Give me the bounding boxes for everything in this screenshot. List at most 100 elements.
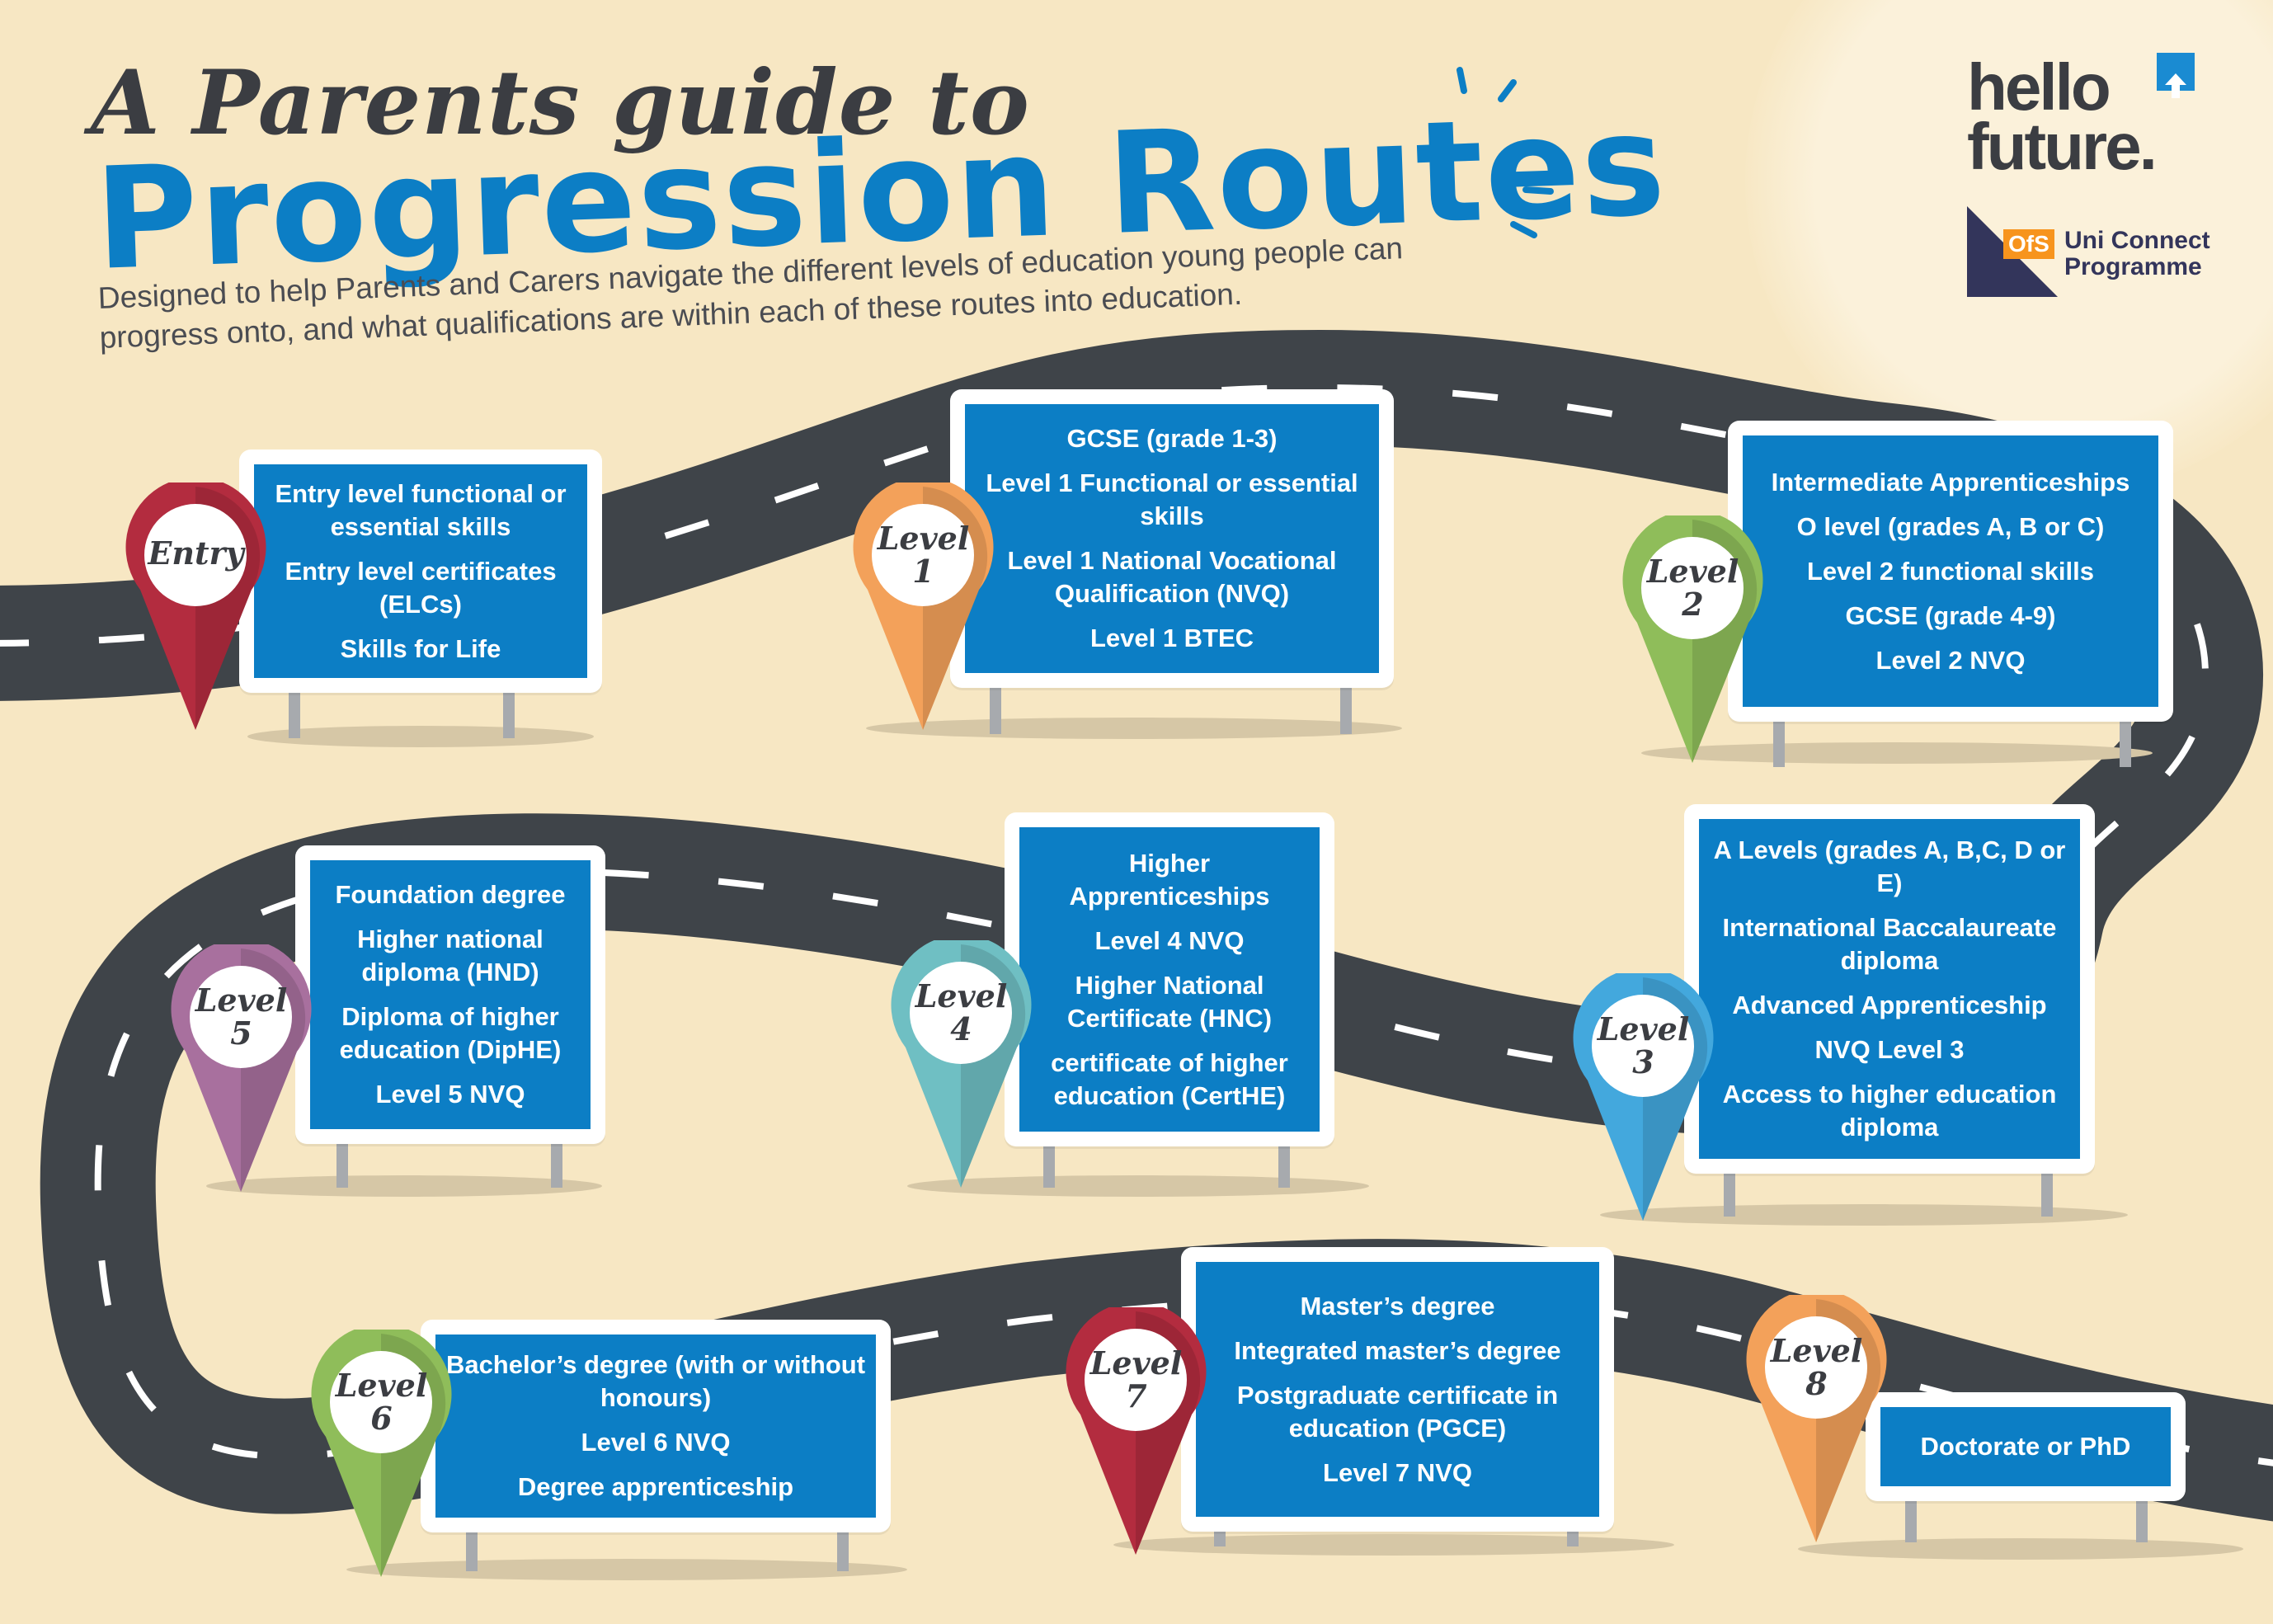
qualification-item: Higher Apprenticeships (1069, 848, 1270, 911)
hello-future-logo: hello future. (1967, 50, 2195, 183)
pin-level-8: Level 8 (1744, 1289, 1889, 1542)
ofs-line2: Programme (2064, 253, 2202, 280)
qualification-item: Integrated master’s degree (1234, 1335, 1561, 1365)
pin-label: Level (335, 1367, 428, 1404)
pin-level-7: Level 7 (1064, 1302, 1208, 1555)
qualification-item: Level 2 functional skills (1806, 556, 2094, 586)
pin-label: Level (1597, 1010, 1690, 1047)
sign-level-3: A Levels (grades A, B,C, D or E) Interna… (1684, 804, 2095, 1174)
sign-post (1043, 1142, 1055, 1188)
sign-post (1278, 1142, 1290, 1188)
map-pin-icon (1066, 1302, 1207, 1555)
qualification-item: Degree apprenticeship (517, 1472, 794, 1501)
qualification-item: GCSE (grade 4-9) (1845, 600, 2056, 630)
pin-level-6: Level 6 (309, 1324, 454, 1577)
map-pin-icon (891, 934, 1032, 1188)
qualification-item: International Baccalaureate diploma (1722, 913, 2057, 975)
sign-post (837, 1526, 849, 1571)
sign-shadow (1641, 742, 2153, 764)
map-pin-icon (853, 477, 994, 730)
sign-level-1: GCSE (grade 1-3) Level 1 Functional or e… (950, 389, 1394, 688)
sign-post (2041, 1167, 2053, 1217)
sign-post (990, 685, 1001, 734)
qualification-item: Level 1 Functional or essential skills (986, 468, 1358, 530)
pin-label: Level (1770, 1332, 1863, 1369)
qualification-item: Level 7 NVQ (1323, 1457, 1472, 1487)
qualification-item: Access to higher education diploma (1722, 1080, 2057, 1142)
sign-level-5: Foundation degree Higher national diplom… (295, 845, 605, 1144)
pin-number: 7 (1125, 1377, 1147, 1415)
sign-shadow (866, 718, 1402, 739)
pin-label: Level (1646, 553, 1739, 590)
qualification-item: Bachelor’s degree (with or without honou… (445, 1350, 866, 1412)
pin-label: Level (195, 981, 288, 1019)
ofs-uni-connect-logo: OfS Uni Connect Programme (1967, 206, 2214, 297)
hello-logo-line2: future. (1967, 110, 2158, 183)
sign-shadow (907, 1175, 1369, 1197)
sign-shadow (1600, 1204, 2128, 1226)
sign-shadow (346, 1559, 907, 1580)
map-pin-icon (1622, 510, 1763, 763)
sign-post (503, 685, 515, 738)
pin-number: 5 (230, 1014, 252, 1052)
sign-post (336, 1142, 348, 1188)
qualification-item: Master’s degree (1300, 1291, 1495, 1320)
pin-number: 1 (912, 553, 934, 590)
sign-post (1773, 709, 1785, 767)
qualification-item: A Levels (grades A, B,C, D or E) (1713, 836, 2066, 897)
qualification-item: Level 4 NVQ (1094, 925, 1245, 955)
sign-shadow (1113, 1534, 1674, 1556)
sign-post (1905, 1497, 1917, 1542)
sign-post (2136, 1497, 2148, 1542)
qualification-item: Advanced Apprenticeship (1732, 991, 2047, 1019)
sign-post (2120, 709, 2131, 767)
up-arrow-icon (2157, 53, 2195, 98)
pin-level-2: Level 2 (1621, 510, 1765, 763)
qualification-item: NVQ Level 3 (1814, 1035, 1965, 1064)
sign-post (1340, 685, 1352, 734)
sign-shadow (206, 1175, 602, 1197)
qualification-item: Postgraduate certificate in education (P… (1236, 1380, 1559, 1443)
qualification-item: certificate of higher education (CertHE) (1051, 1047, 1288, 1110)
qualification-item: Higher National Certificate (HNC) (1066, 970, 1273, 1033)
qualification-item: Level 1 National Vocational Qualificatio… (1007, 546, 1337, 608)
pin-number: 8 (1805, 1365, 1828, 1402)
sign-post (289, 685, 300, 738)
sign-post (1724, 1167, 1735, 1217)
pin-number: 3 (1632, 1043, 1654, 1080)
pin-number: 2 (1682, 586, 1704, 623)
qualification-item: Intermediate Apprenticeships (1771, 467, 2130, 497)
sign-post (466, 1526, 478, 1571)
map-pin-icon (311, 1324, 452, 1577)
map-pin-icon (1746, 1289, 1887, 1542)
qualification-item: GCSE (grade 1-3) (1066, 424, 1278, 453)
qualification-item: Level 2 NVQ (1875, 645, 2026, 675)
pin-label: Level (1089, 1344, 1183, 1382)
pin-number: 6 (370, 1400, 393, 1437)
ofs-badge: OfS (2003, 229, 2054, 259)
pin-label: Level (877, 520, 970, 557)
map-pin-icon (125, 477, 266, 730)
qualification-item: Skills for Life (340, 633, 501, 663)
qualification-item: Diploma of higher education (DipHE) (339, 1002, 562, 1064)
sign-level-7: Master’s degree Integrated master’s degr… (1181, 1247, 1614, 1532)
qualification-item: Higher national diploma (HND) (357, 925, 544, 986)
qualification-item: Foundation degree (335, 880, 566, 909)
qualification-item: O level (grades A, B or C) (1796, 511, 2105, 541)
ofs-line1: Uni Connect (2064, 227, 2210, 254)
qualification-item: Doctorate or PhD (1920, 1432, 2131, 1461)
hello-logo-line1: hello (1967, 50, 2111, 124)
qualification-item: Entry level certificates (ELCs) (285, 556, 557, 619)
sign-level-2: Intermediate Apprenticeships O level (gr… (1728, 421, 2173, 722)
map-pin-icon (171, 939, 312, 1192)
pin-entry: Entry (124, 477, 268, 730)
map-pin-icon (1573, 967, 1714, 1221)
pin-label: Entry (148, 534, 244, 572)
qualification-item: Level 6 NVQ (581, 1428, 731, 1457)
pin-number: 4 (950, 1010, 972, 1047)
sign-level-8: Doctorate or PhD (1866, 1392, 2186, 1501)
page-title-line1: A Parents guide to (91, 51, 1030, 155)
sign-shadow (247, 726, 594, 747)
sign-shadow (1798, 1538, 2243, 1560)
pin-level-4: Level 4 (889, 934, 1033, 1188)
